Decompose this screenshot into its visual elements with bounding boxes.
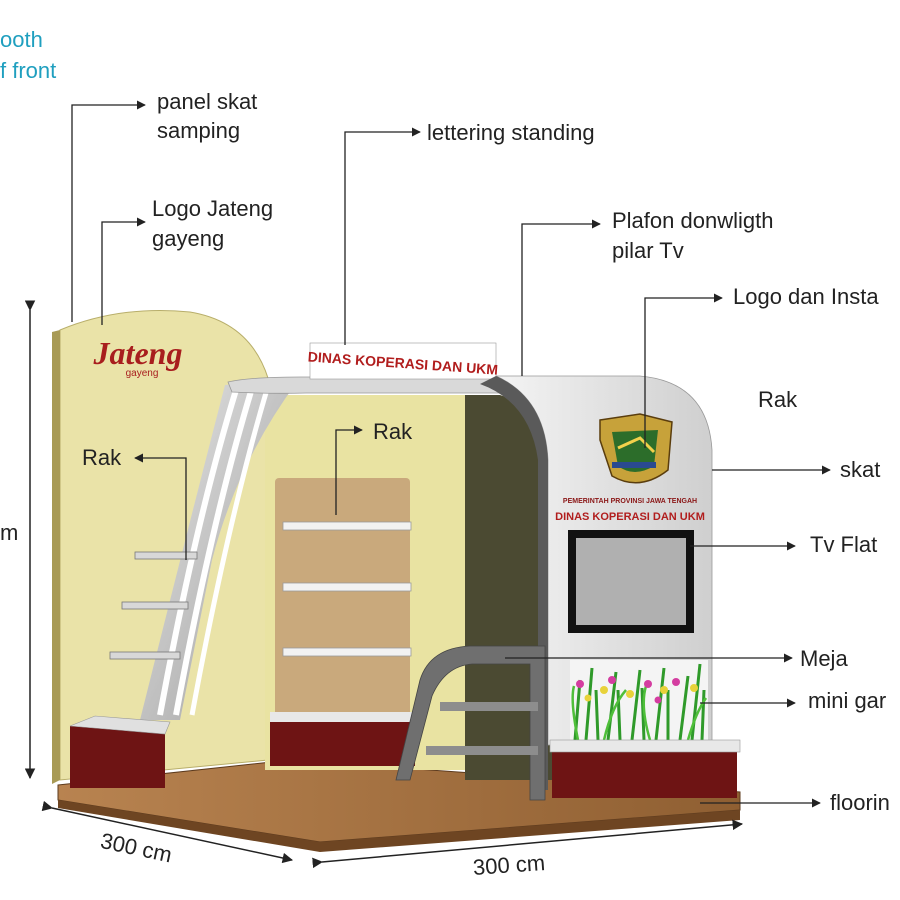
garden-planter-top (549, 739, 741, 753)
left-base-top (69, 715, 171, 735)
mini-garden (570, 660, 708, 745)
label-panel-skat-line1: panel skat (157, 89, 258, 114)
center-shelf-3 (282, 647, 412, 657)
label-logo-jateng-line2: gayeng (152, 226, 225, 251)
label-tv-flat: Tv Flat (810, 532, 878, 557)
label-dim-height: m (0, 520, 19, 545)
jateng-logo-sub: gayeng (126, 368, 159, 379)
label-skat: skat (840, 457, 881, 482)
diagram-title-line1: ooth (0, 27, 43, 52)
label-logo-dan-insta: Logo dan Insta (733, 284, 879, 309)
label-rak-center: Rak (373, 419, 413, 444)
leader-lines (71, 100, 831, 808)
tv-screen (576, 538, 686, 625)
label-plafon-line1: Plafon donwligth (612, 208, 774, 233)
meja (395, 645, 546, 801)
left-rak-shelf-2 (121, 601, 189, 610)
left-arch-stripe-3 (189, 385, 271, 716)
left-arch-stripe-1 (157, 389, 239, 716)
center-shelf-2 (282, 582, 412, 592)
label-flooring: floorin (830, 790, 890, 815)
lettering-sign (309, 342, 497, 380)
pilar-text-line2: DINAS KOPERASI DAN UKM (555, 511, 705, 523)
meja-shelf-2 (426, 746, 538, 755)
dimension-lines (24, 300, 744, 869)
crest-logo (599, 413, 673, 484)
jateng-logo: Jateng (93, 335, 183, 371)
label-rak-left: Rak (82, 445, 122, 470)
garden-planter (552, 748, 737, 798)
diagram-title-line2: f front (0, 58, 57, 83)
left-rak-shelf-1 (134, 551, 198, 560)
label-lettering: lettering standing (427, 120, 595, 145)
left-arch-stripe-2 (173, 387, 255, 716)
center-shelf-1 (282, 521, 412, 531)
label-panel-skat-line2: samping (157, 118, 241, 143)
center-base-box (270, 718, 415, 766)
label-plafon-line2: pilar Tv (612, 238, 684, 263)
label-logo-jateng-line1: Logo Jateng (152, 196, 274, 221)
pilar-text-line1: PEMERINTAH PROVINSI JAWA TENGAH (563, 498, 697, 505)
label-dim-width: 300 cm (472, 849, 546, 880)
label-mini-garden: mini gar (808, 688, 887, 713)
label-rak-right: Rak (758, 387, 798, 412)
arch-top (227, 376, 501, 394)
left-base-box (70, 726, 165, 788)
meja-shelf-1 (440, 702, 538, 711)
left-rak-shelf-3 (109, 651, 181, 660)
center-shelf-panel (275, 478, 410, 718)
left-arch (140, 378, 300, 720)
label-meja: Meja (800, 646, 848, 671)
side-panel-edge (52, 330, 60, 784)
center-base-top (270, 712, 415, 722)
